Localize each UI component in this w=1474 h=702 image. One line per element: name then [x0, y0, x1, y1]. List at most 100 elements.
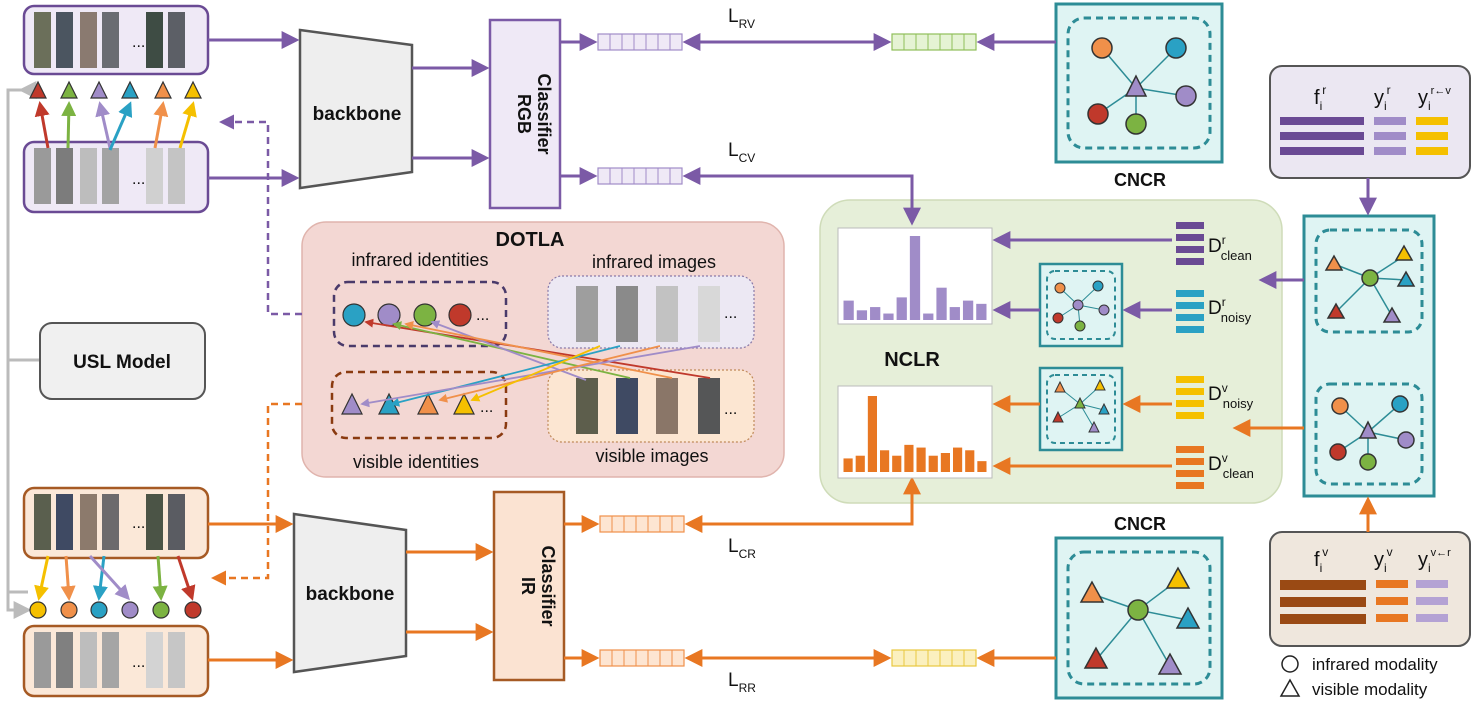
loss-rr: LRR	[728, 670, 756, 695]
backbone-top-label: backbone	[313, 104, 402, 125]
dotla-dashed-outputs	[211, 114, 302, 586]
nclr-arrows	[992, 231, 1304, 475]
infrared-identities-label: infrared identities	[351, 250, 488, 270]
backbone-top	[298, 28, 414, 190]
infrared-identities-ellipsis: ...	[476, 307, 489, 324]
usl-feedback-lines	[6, 81, 40, 619]
infrared-identity-circles	[342, 303, 472, 327]
histogram-bar	[949, 307, 960, 320]
d-noisy-r-stack	[1176, 290, 1204, 333]
d-clean-r-stack	[1176, 222, 1204, 265]
vector-green	[891, 33, 977, 51]
histogram-bar	[892, 455, 902, 472]
input-arrows	[208, 31, 300, 669]
histogram-bar	[923, 313, 934, 320]
histogram-bar	[867, 396, 877, 472]
histogram-bar	[977, 461, 987, 472]
histogram-bar	[962, 300, 974, 320]
histogram-bar	[843, 300, 854, 320]
cncr-output-arrows	[976, 33, 1056, 667]
histogram-bar	[928, 455, 938, 472]
top-infrared-ellipsis: ...	[132, 171, 145, 188]
usl-model-label: USL Model	[73, 352, 171, 373]
cncr-bottom-label: CNCR	[1114, 514, 1166, 534]
bottom-visible-images	[34, 494, 185, 550]
bottom-label-circles	[29, 601, 202, 619]
bottom-assignment-arrows	[34, 554, 196, 601]
histogram-bar	[976, 303, 987, 320]
visible-images-label: visible images	[595, 446, 708, 466]
histogram-bar	[936, 287, 947, 320]
backbone-bottom-label: backbone	[306, 584, 395, 605]
histogram-bar	[843, 458, 853, 472]
table-bottom-bars	[1280, 580, 1448, 624]
loss-cr: LCR	[728, 536, 756, 561]
vector-ir-rr	[599, 649, 685, 667]
classifier-to-vector-arrows	[560, 33, 600, 667]
nclr-label: NCLR	[884, 349, 940, 371]
dotla-alignment-lines	[360, 318, 711, 408]
visible-images-ellipsis: ...	[724, 401, 737, 418]
table-top-col1: fir	[1314, 83, 1326, 113]
histogram-bar	[953, 447, 963, 472]
visible-identities-label: visible identities	[353, 452, 479, 472]
table-top-col3: yir←v	[1418, 85, 1451, 113]
infrared-images-label: infrared images	[592, 252, 716, 272]
bottom-infrared-images	[34, 632, 185, 688]
cncr-top-label: CNCR	[1114, 170, 1166, 190]
top-visible-images	[34, 12, 185, 68]
bottom-visible-ellipsis: ...	[132, 515, 145, 532]
visible-identity-triangles	[341, 392, 475, 415]
column-bottom-graph	[1329, 395, 1415, 471]
histogram-rgb	[843, 236, 987, 320]
table-bottom-col2: yiv	[1374, 545, 1393, 575]
ir-classifier-line2: Classifier	[538, 545, 558, 626]
histogram-bar	[896, 297, 907, 320]
rgb-classifier-line1: RGB	[514, 94, 534, 134]
histogram-bar	[883, 313, 894, 320]
cncr-bottom-graph	[1079, 566, 1201, 675]
rgb-classifier-line2: Classifier	[534, 73, 554, 154]
legend-circle-icon	[1281, 655, 1299, 673]
d-noisy-v-stack	[1176, 376, 1204, 419]
table-top-col2: yir	[1374, 83, 1391, 113]
cncr-top-box	[1054, 2, 1224, 164]
usl-model-box	[39, 322, 206, 400]
loss-cv: LCV	[728, 140, 755, 165]
vector-rgb-cv	[597, 167, 683, 185]
legend-triangle-label: visible modality	[1312, 680, 1428, 699]
histogram-bar	[965, 450, 975, 472]
nclr-noisy-r-graph	[1052, 280, 1110, 332]
vector-yellow	[891, 649, 977, 667]
visible-images-thumbs	[576, 378, 720, 434]
visible-identities-ellipsis: ...	[480, 399, 493, 416]
top-infrared-images	[34, 148, 185, 204]
backbone-to-classifier-arrows	[406, 59, 494, 641]
cncr-top-dashed	[1066, 16, 1212, 150]
histogram-bar	[916, 447, 926, 472]
legend-circle-label: infrared modality	[1312, 655, 1438, 674]
ir-classifier	[492, 490, 566, 682]
rgb-classifier	[488, 18, 562, 210]
table-bottom-col1: fiv	[1314, 545, 1328, 575]
histogram-bar	[940, 453, 950, 472]
nclr-noisy-r-dashed	[1046, 270, 1116, 340]
column-top-graph	[1324, 244, 1416, 323]
histogram-ir	[843, 396, 987, 472]
top-visible-ellipsis: ...	[132, 34, 145, 51]
histogram-bar	[855, 455, 865, 472]
nclr-noisy-v-graph-box	[1038, 366, 1124, 452]
loss-rv: LRV	[728, 6, 755, 31]
dotla-label: DOTLA	[496, 229, 565, 251]
loss-links	[682, 33, 921, 667]
pseudo-label-column	[1302, 214, 1436, 498]
bottom-infrared-ellipsis: ...	[132, 654, 145, 671]
backbone-bottom	[292, 512, 408, 674]
histogram-bar	[880, 450, 890, 472]
infrared-images-ellipsis: ...	[724, 305, 737, 322]
